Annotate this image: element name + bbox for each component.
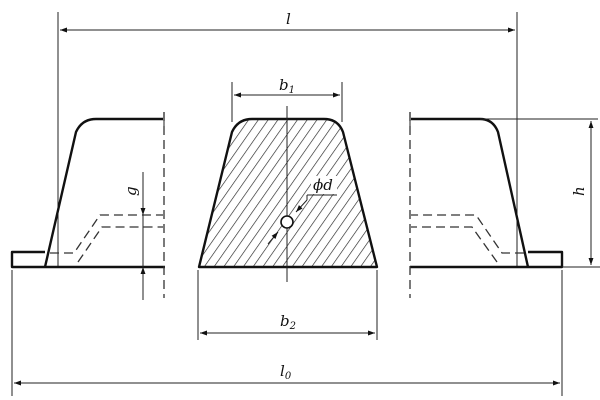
- hole-leader-lower: [267, 231, 279, 245]
- right-hidden-line-lower: [411, 226, 498, 263]
- label-phi-d: ϕd: [313, 176, 333, 194]
- label-h: h: [570, 186, 588, 196]
- right-hidden-line-upper: [411, 214, 524, 254]
- left-hidden-line-upper: [50, 214, 163, 254]
- right-wall: [411, 117, 530, 268]
- left-flange: [10, 250, 165, 269]
- label-b2: b2: [280, 312, 296, 332]
- left-hidden-line-lower: [77, 226, 163, 263]
- dimension-top-width: b1: [231, 76, 343, 122]
- label-bg: [311, 176, 337, 194]
- label-l: l: [286, 10, 291, 28]
- section-body-hatched: [197, 117, 379, 269]
- right-profile: [409, 112, 564, 298]
- hole-leader-upper: [295, 199, 308, 213]
- center-section: ϕd: [197, 106, 379, 282]
- label-g: g: [122, 186, 140, 196]
- dimension-height: h: [480, 118, 600, 268]
- dimension-bottom-width: b2: [197, 270, 378, 340]
- right-flange: [410, 250, 564, 269]
- dimension-gap: g: [122, 172, 146, 300]
- dimension-base-length: l0: [11, 270, 563, 396]
- left-profile: [10, 112, 165, 298]
- dimension-overall-length: l: [57, 10, 518, 268]
- hole-circle: [280, 215, 294, 229]
- label-l0: l0: [280, 362, 292, 382]
- left-wall: [43, 117, 163, 268]
- label-b1: b1: [279, 76, 295, 96]
